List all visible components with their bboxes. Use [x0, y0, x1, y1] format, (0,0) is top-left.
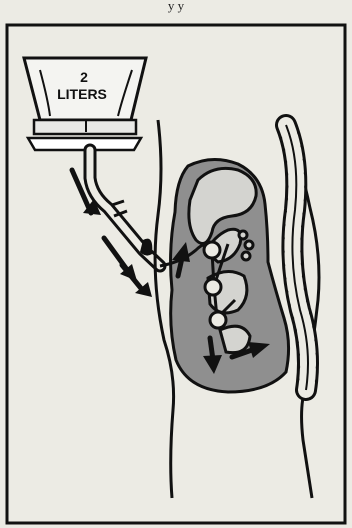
- bag-volume-number: 2: [80, 69, 88, 85]
- caption-fragment: y y: [168, 0, 185, 13]
- bag-volume-unit: LITERS: [57, 86, 107, 102]
